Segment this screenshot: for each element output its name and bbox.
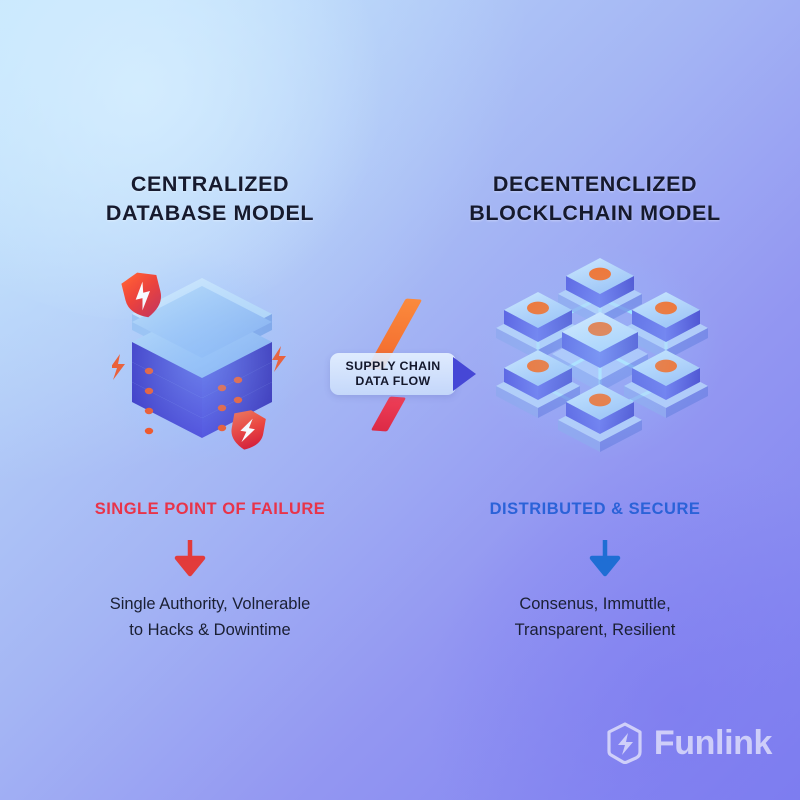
server-stack-illustration: [94, 248, 309, 473]
shield-alert-icon: [231, 410, 266, 450]
right-heading-line2: BLOCKLCHAIN MODEL: [469, 201, 721, 226]
network-node: [558, 384, 642, 452]
supply-chain-flow-badge: SUPPLY CHAIN DATA FLOW: [322, 298, 482, 435]
server-stack-glow: [94, 248, 309, 473]
server-led-dots: [144, 367, 243, 435]
brand-name: Funlink: [653, 723, 772, 762]
left-description-line1: Single Authority, Volnerable: [109, 595, 311, 613]
left-heading-line1: CENTRALIZED: [130, 172, 290, 196]
network-node: [496, 350, 580, 418]
lightning-spark-icon: [272, 346, 286, 372]
right-description: Consenus, Immuttle, Transparent, Resilie…: [425, 592, 765, 643]
left-panel-heading: CENTRALIZED DATABASE MODEL: [45, 170, 375, 228]
network-node-center: [552, 312, 648, 392]
node-network-illustration: [470, 240, 730, 465]
server-slab: [132, 286, 272, 358]
accent-slash-red: [370, 396, 407, 432]
left-description: Single Authority, Volnerable to Hacks & …: [45, 592, 375, 643]
flow-label-pill: SUPPLY CHAIN DATA FLOW: [330, 353, 456, 395]
flow-label-line1: SUPPLY CHAIN: [345, 358, 441, 373]
down-arrow-red-icon: [168, 536, 212, 580]
down-arrow-blue-icon: [583, 536, 627, 580]
network-node: [624, 350, 708, 418]
funlink-hexagon-bolt-icon: [607, 722, 642, 764]
lightning-spark-icon: [110, 354, 125, 380]
server-stack-svg: [110, 272, 286, 450]
right-description-line2: Transparent, Resilient: [514, 620, 676, 639]
flow-arrowhead-icon: [453, 357, 476, 391]
network-node: [624, 292, 708, 360]
network-node: [496, 292, 580, 360]
brand-watermark: Funlink: [605, 722, 772, 764]
left-heading-line2: DATABASE MODEL: [105, 201, 315, 226]
shield-alert-icon: [121, 272, 161, 318]
left-description-line2: to Hacks & Dowintime: [129, 620, 291, 639]
right-status-label: DISTRIBUTED & SECURE: [489, 500, 701, 518]
right-description-line1: Consenus, Immuttle,: [519, 595, 671, 613]
flow-label-line2: DATA FLOW: [355, 374, 431, 388]
node-network-svg: [496, 258, 708, 452]
right-heading-line1: DECENTENCLIZED: [492, 172, 698, 196]
node-network-glow: [470, 240, 730, 465]
left-status-label: SINGLE POINT OF FAILURE: [94, 500, 326, 518]
right-panel-heading: DECENTENCLIZED BLOCKLCHAIN MODEL: [425, 170, 765, 228]
